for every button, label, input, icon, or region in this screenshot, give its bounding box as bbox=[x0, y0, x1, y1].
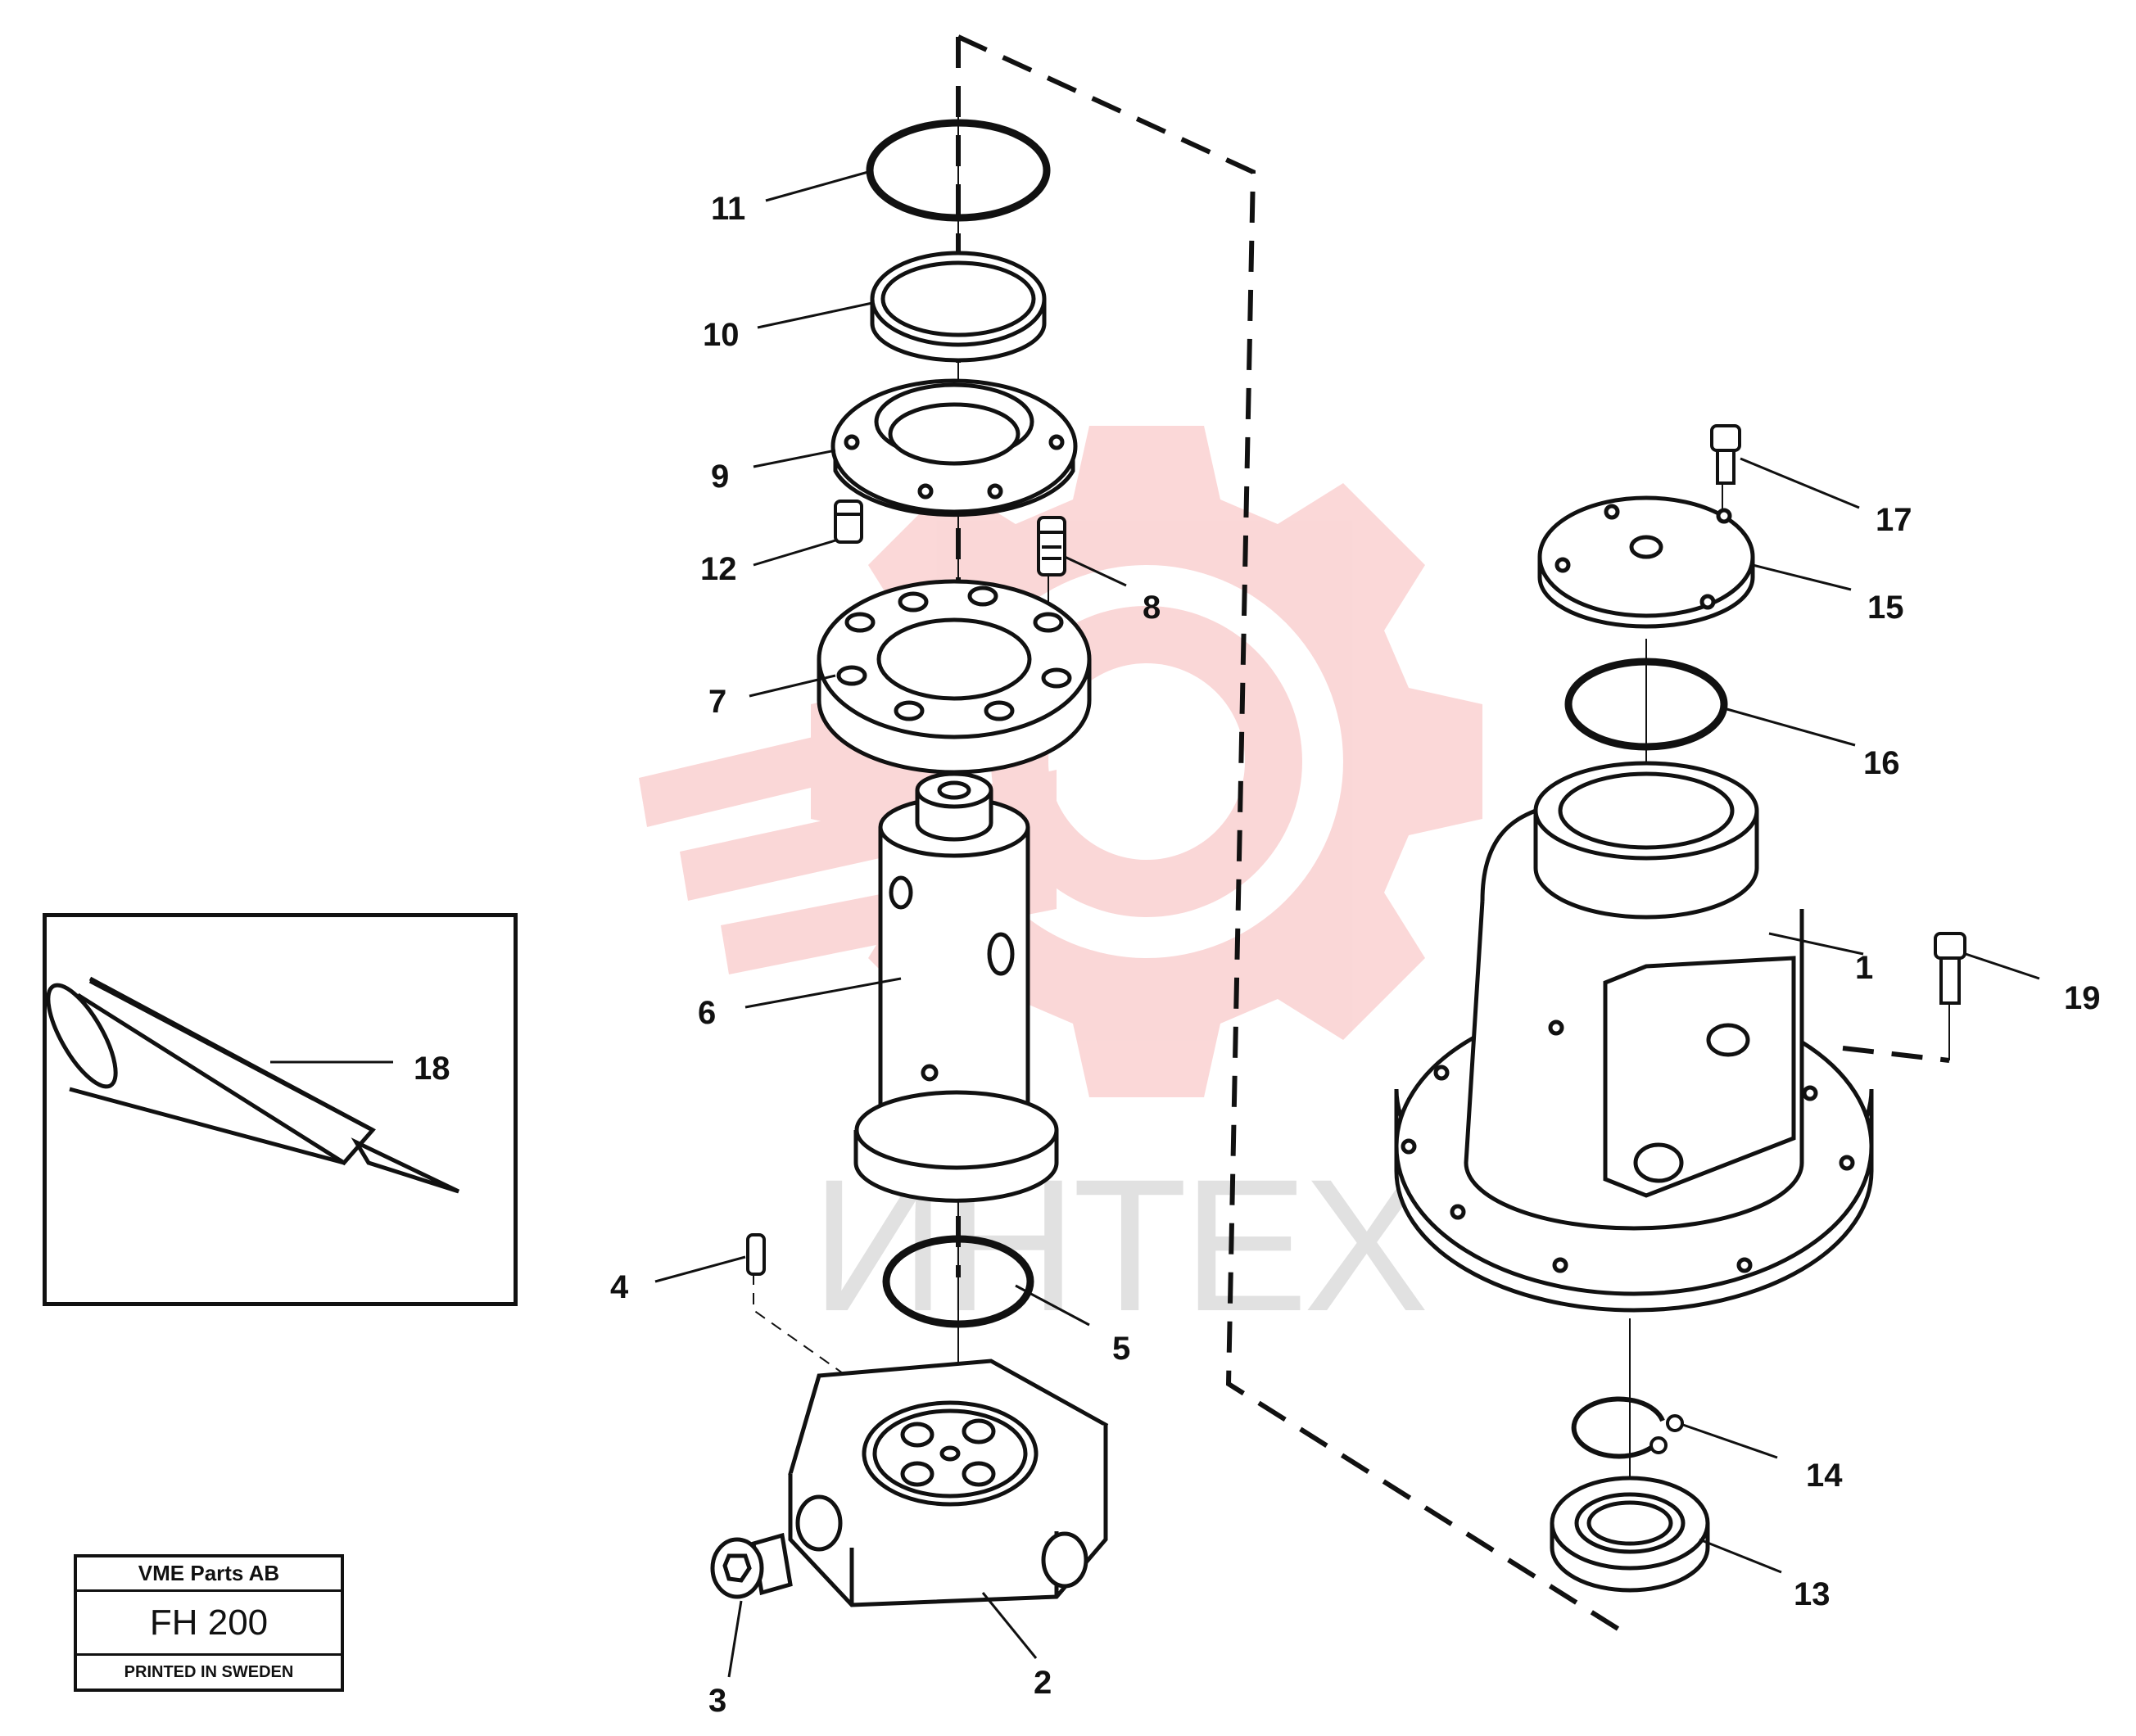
callout-4: 4 bbox=[610, 1269, 629, 1305]
part-18-sealant-tube bbox=[46, 976, 460, 1194]
part-3-plug bbox=[710, 1532, 793, 1599]
leader-lines bbox=[654, 170, 2040, 1678]
sealant-inset-frame bbox=[43, 913, 518, 1306]
callout-7: 7 bbox=[708, 684, 726, 720]
part-1-housing bbox=[1394, 761, 1874, 1313]
printed-note: PRINTED IN SWEDEN bbox=[124, 1662, 294, 1681]
model-number: FH 200 bbox=[77, 1592, 341, 1656]
callout-17: 17 bbox=[1876, 502, 1912, 538]
callout-10: 10 bbox=[703, 317, 740, 353]
callout-5: 5 bbox=[1112, 1331, 1130, 1367]
part-4-pin bbox=[746, 1233, 766, 1276]
callout-8: 8 bbox=[1143, 590, 1161, 626]
callout-16: 16 bbox=[1863, 745, 1900, 781]
callout-9: 9 bbox=[711, 459, 729, 495]
part-19-screw bbox=[1934, 932, 1966, 1005]
part-9-flange-cover bbox=[830, 378, 1078, 518]
callout-12: 12 bbox=[700, 551, 737, 587]
callout-3: 3 bbox=[708, 1683, 726, 1719]
part-17-screw bbox=[1710, 424, 1741, 485]
part-11-o-ring bbox=[866, 119, 1051, 222]
part-14-circlip-eye bbox=[1666, 1414, 1684, 1432]
part-13-seal bbox=[1550, 1476, 1710, 1593]
part-14-circlip bbox=[1571, 1396, 1665, 1459]
callout-11: 11 bbox=[711, 191, 745, 227]
company-name: VME Parts AB bbox=[77, 1557, 341, 1592]
callout-labels: 11 10 9 12 8 7 6 4 5 3 2 17 15 16 1 19 1… bbox=[414, 191, 2101, 1719]
part-5-o-ring bbox=[882, 1235, 1034, 1328]
callout-1: 1 bbox=[1855, 950, 1873, 986]
callout-19: 19 bbox=[2064, 980, 2101, 1016]
part-8-screw bbox=[1037, 516, 1066, 576]
title-block: VME Parts AB FH 200 PRINTED IN SWEDEN bbox=[74, 1554, 344, 1692]
part-6-shaft bbox=[853, 771, 1059, 1203]
part-10-bearing-ring bbox=[870, 251, 1047, 363]
callout-13: 13 bbox=[1794, 1576, 1831, 1612]
callout-6: 6 bbox=[698, 995, 716, 1031]
callout-2: 2 bbox=[1034, 1665, 1052, 1701]
part-16-o-ring bbox=[1564, 658, 1728, 751]
part-12-screw bbox=[834, 500, 863, 544]
part-14-circlip-eye-2 bbox=[1650, 1436, 1668, 1454]
callout-18: 18 bbox=[414, 1051, 450, 1087]
callout-15: 15 bbox=[1867, 590, 1904, 626]
part-2-valve-block bbox=[788, 1359, 1109, 1607]
callout-14: 14 bbox=[1806, 1458, 1843, 1494]
part-15-cover bbox=[1537, 495, 1755, 629]
part-7-flange bbox=[817, 579, 1092, 775]
